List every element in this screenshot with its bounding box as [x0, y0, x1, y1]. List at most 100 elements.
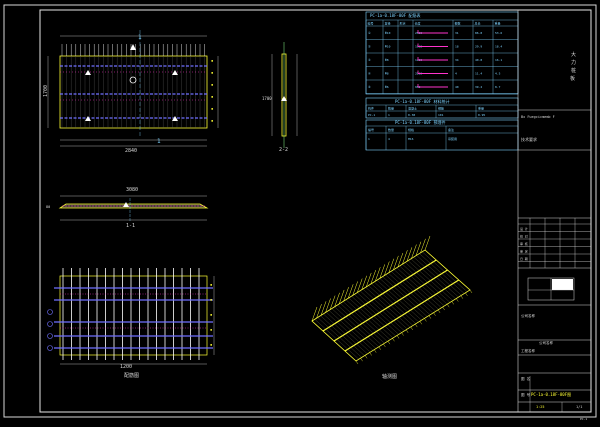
top-table-cell: Φ6	[385, 85, 389, 89]
side-view[interactable]: 1700	[262, 42, 298, 148]
bot-table-header: 数量	[388, 127, 394, 132]
tb-sign-label: 设 计	[520, 226, 528, 231]
iso-cross-bar	[388, 272, 434, 314]
top-table-cell: 40	[455, 85, 459, 89]
iso-protruding-bar	[402, 250, 408, 265]
plan-edge-tick: ▪	[211, 58, 213, 63]
mid-table-header: 混凝土	[408, 106, 417, 111]
rebar-view[interactable]: ▪▪▪▪▪	[47, 268, 215, 365]
iso-protruding-bar	[384, 261, 390, 276]
rebar-label: 配筋图	[124, 372, 139, 379]
note-label: 技术要求	[521, 136, 537, 142]
top-table-cell: 34	[455, 58, 459, 62]
iso-edge-tick	[383, 343, 386, 348]
top-table-cell: Φ10	[385, 45, 391, 49]
iso-protruding-bar	[379, 264, 386, 279]
iso-cross-bar	[405, 262, 451, 303]
tb-sign-label: 校 对	[520, 234, 528, 239]
top-table-header: 根数	[455, 21, 461, 26]
iso-edge-tick	[433, 312, 436, 316]
iso-cross-bar	[340, 303, 385, 344]
iso-cross-bar	[365, 287, 411, 328]
iso-protruding-bar	[406, 247, 413, 262]
plan-dim-left: 1700	[43, 85, 49, 97]
project-name-2: 力	[571, 59, 576, 66]
mid-table-header: 数量	[388, 106, 394, 111]
rebar-edge-tick: ▪	[210, 342, 212, 347]
iso-edge-tick	[405, 329, 409, 333]
rebar-outline	[59, 275, 208, 356]
top-table-cell: Φ10	[385, 31, 391, 35]
tb-sign-label: 日 期	[520, 256, 528, 261]
plan-view[interactable]: ▪▪▪▪▪▪	[47, 30, 219, 147]
iso-cross-bar	[328, 310, 374, 351]
iso-cross-bar	[379, 278, 425, 319]
top-table-cell: 29.9	[475, 45, 482, 49]
plan-edge-tick: ▪	[211, 70, 213, 75]
top-table-header: 长度	[415, 21, 421, 26]
iso-edge-tick	[424, 318, 427, 322]
plan-dim-top: 1	[138, 34, 142, 41]
iso-protruding-bar	[320, 301, 327, 316]
iso-cross-bar	[345, 299, 391, 340]
iso-protruding-bar	[329, 295, 336, 310]
side-marker	[281, 96, 287, 101]
plan-dim-bottom: 2840	[125, 148, 137, 154]
iso-cross-bar	[354, 294, 399, 335]
iso-label: 轴测图	[382, 373, 397, 380]
iso-protruding-bar	[424, 235, 431, 251]
bot-table-header: 规格	[408, 127, 414, 132]
iso-cross-bar	[357, 292, 402, 333]
iso-protruding-bar	[388, 258, 395, 273]
bot-table-cell: 吊装用	[448, 136, 457, 141]
rebar-callout	[47, 309, 53, 315]
bot-table-cell: M16	[408, 137, 414, 141]
rebar-edge-tick: ▪	[210, 327, 212, 332]
sheet-label: PC-1	[580, 417, 587, 421]
iso-cross-bar	[368, 285, 414, 326]
section-label: 1-1	[126, 223, 135, 229]
iso-cross-bar	[391, 271, 436, 312]
iso-edge-tick	[460, 295, 464, 299]
schedule-tables[interactable]: 编号直径形状长度根数总长重量①Φ1028003186.853.6②Φ101660…	[365, 11, 519, 151]
tb-label-name: 图 名	[521, 376, 530, 381]
section-view[interactable]: 80	[46, 195, 209, 222]
isometric-view[interactable]	[311, 235, 473, 365]
top-table-cell: ②	[368, 45, 371, 49]
iso-cross-bar	[382, 276, 428, 317]
iso-cross-bar	[359, 290, 405, 331]
iso-cross-bar	[376, 280, 422, 321]
scale-label: 1:25	[536, 405, 544, 409]
top-table-title: PC-1a-0.18F-80F 配筋表	[370, 12, 421, 18]
iso-edge-tick	[469, 289, 473, 294]
mid-table-header: 钢筋	[438, 106, 444, 111]
iso-cross-bar	[320, 315, 365, 356]
iso-edge-tick	[392, 338, 395, 342]
title-block[interactable]: 设 计校 对审 核审 定日 期	[517, 10, 591, 412]
tb-sign-label: 审 核	[520, 241, 528, 246]
iso-protruding-bar	[347, 284, 354, 299]
iso-cross-bar	[419, 253, 465, 294]
bot-table-cell: 1	[368, 137, 370, 141]
rebar-edge-tick: ▪	[210, 297, 212, 302]
section-thickness: 80	[46, 205, 50, 209]
iso-edge-tick	[415, 323, 418, 328]
top-table-cell: Φ8	[385, 58, 389, 62]
iso-cross-bar	[342, 301, 388, 342]
iso-edge-tick	[419, 321, 423, 325]
lifting-point-marker	[172, 70, 178, 75]
plan-dim-top-right: 1	[157, 138, 161, 145]
iso-protruding-bar	[311, 306, 318, 322]
iso-edge-tick	[387, 341, 391, 345]
iso-edge-tick	[401, 332, 404, 336]
iso-edge-tick	[369, 352, 372, 356]
lifting-point-marker	[172, 116, 178, 121]
plan-edge-tick: ▪	[211, 94, 213, 99]
top-table-cell: 16.1	[495, 58, 502, 62]
top-table-cell: 18.4	[495, 45, 502, 49]
iso-cross-bar	[407, 260, 453, 301]
iso-cross-bar	[348, 297, 394, 339]
iso-cross-bar	[334, 306, 379, 347]
